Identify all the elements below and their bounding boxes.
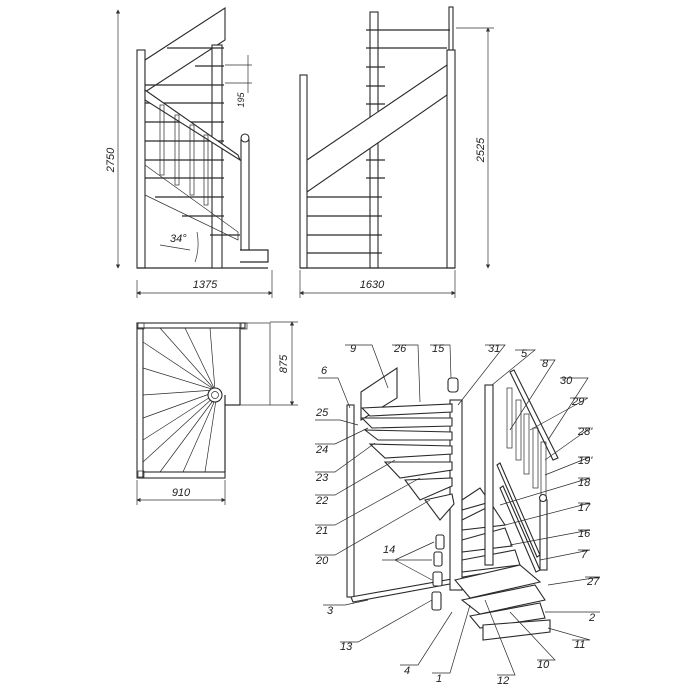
callout-31: 31 (488, 343, 500, 355)
callout-9: 9 (350, 343, 356, 355)
plan-top-rail (136, 322, 246, 329)
callout-22: 22 (315, 495, 328, 507)
plan-landing (239, 322, 271, 406)
iso-handrail-30 (509, 369, 559, 461)
callout-11: 11 (574, 639, 585, 651)
dim-angle: 34° (170, 233, 187, 245)
iso-connectors-14 (431, 534, 445, 611)
side-left-post (136, 49, 146, 269)
callout-12: 12 (497, 675, 509, 687)
isometric-assembly-view: 9 26 15 31 5 8 30 29 28' 19' 18 17 16 7 … (315, 343, 600, 687)
callout-13: 13 (340, 641, 353, 653)
side-center-column (211, 44, 223, 269)
callout-7: 7 (581, 549, 588, 561)
callout-17: 17 (578, 502, 591, 514)
callout-4: 4 (404, 665, 410, 677)
plan-bottom-rail (142, 471, 226, 479)
side-elevation-view: 2750 1375 195 34° (105, 6, 273, 298)
callout-15: 15 (432, 343, 445, 355)
callout-19prime: 19' (578, 455, 593, 467)
side-balusters (159, 104, 209, 206)
side-lower-stringer (144, 164, 239, 241)
callout-3: 3 (327, 605, 334, 617)
callout-21: 21 (315, 525, 328, 537)
plan-left-rail (136, 322, 144, 479)
callout-leader-lines (315, 344, 601, 676)
dim-plan-width: 910 (172, 487, 191, 499)
callout-20: 20 (315, 555, 329, 567)
front-left-post (299, 74, 308, 269)
front-treads (307, 29, 450, 254)
side-newel-post (240, 139, 250, 251)
callout-18: 18 (578, 477, 591, 489)
iso-board-9 (360, 366, 398, 421)
dim-plan-depth: 875 (278, 354, 290, 373)
dim-riser-height: 195 (236, 92, 246, 108)
dim-side-height: 2750 (105, 147, 117, 173)
plan-view: 875 910 (136, 321, 298, 505)
side-newel-cap (240, 133, 250, 143)
front-stringer (306, 63, 448, 194)
iso-column-cap (447, 377, 459, 393)
callout-25: 25 (315, 407, 329, 419)
callout-10: 10 (537, 659, 550, 671)
callout-28prime: 28' (577, 426, 593, 438)
callout-23: 23 (315, 472, 329, 484)
iso-balusters (506, 387, 547, 503)
dim-front-width: 1630 (360, 279, 385, 291)
callout-29: 29 (571, 396, 584, 408)
iso-right-post (484, 384, 494, 566)
front-elevation-view: 2525 1630 (299, 6, 494, 298)
front-upper-post (448, 6, 454, 51)
callout-5: 5 (521, 348, 528, 360)
callout-labels: 9 26 15 31 5 8 30 29 28' 19' 18 17 16 7 … (315, 343, 600, 687)
callout-6: 6 (321, 365, 328, 377)
side-bottom-step (240, 249, 269, 263)
plan-center-column (207, 387, 223, 403)
side-upper-stringer (144, 6, 226, 94)
callout-30: 30 (560, 375, 573, 387)
callout-14: 14 (383, 544, 395, 556)
callout-26: 26 (393, 343, 407, 355)
iso-riser-11 (482, 619, 551, 641)
dim-side-width: 1375 (193, 279, 218, 291)
callout-8: 8 (542, 358, 549, 370)
callout-1: 1 (436, 673, 442, 685)
callout-24: 24 (315, 444, 328, 456)
iso-straight-treads (454, 564, 546, 629)
callout-16: 16 (578, 528, 591, 540)
front-right-post (446, 49, 456, 269)
iso-left-post (346, 404, 355, 598)
callout-27: 27 (586, 576, 600, 588)
dim-front-height: 2525 (475, 137, 487, 163)
callout-2: 2 (588, 612, 595, 624)
plan-winder-lines (142, 327, 217, 473)
